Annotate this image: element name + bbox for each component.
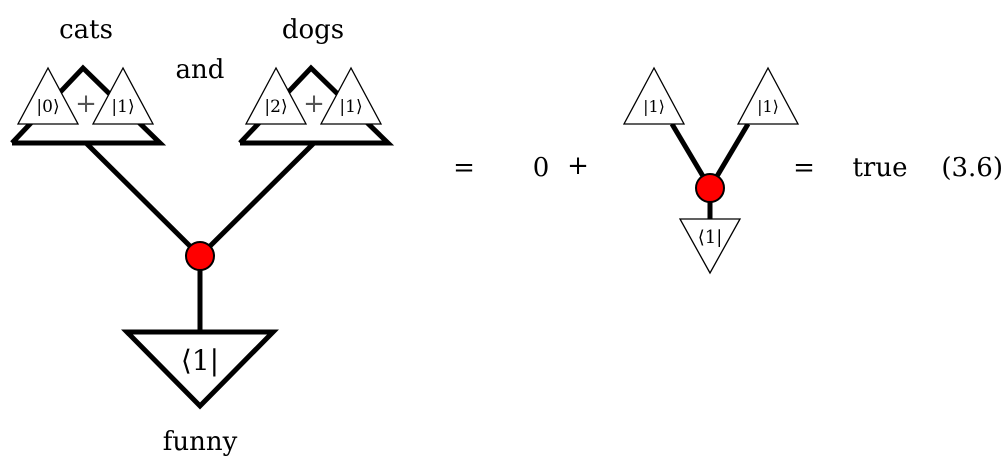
dogs-label: dogs (282, 15, 344, 45)
funny-bra-triangle (121, 329, 279, 410)
right-diagram: |1⟩ |1⟩ ⟨1| (622, 66, 800, 275)
equals-sign-2: = (793, 153, 815, 183)
cats-wire (84, 141, 202, 258)
funny-bra: ⟨1| (181, 344, 219, 377)
dogs-ket-1: |1⟩ (339, 97, 362, 117)
right-bra-triangle (678, 218, 742, 275)
right-ket-a-triangle (622, 66, 686, 125)
cats-plus: + (75, 89, 97, 119)
funny-effect: ⟨1| (121, 329, 279, 410)
cats-label: cats (59, 15, 113, 45)
dogs-plus: + (303, 89, 325, 119)
right-ket-b-triangle (736, 66, 800, 125)
equation-number: (3.6) (941, 153, 1003, 183)
dogs-ket-2-triangle (244, 66, 308, 125)
right-ket-b: |1⟩ (757, 97, 779, 116)
cats-ket-1: |1⟩ (111, 97, 134, 117)
equals-sign-1: = (453, 153, 475, 183)
dogs-wire (198, 141, 316, 258)
right-spider-node (695, 173, 725, 203)
true-result: true (852, 153, 907, 183)
plus-sign: + (567, 151, 589, 181)
left-diagram: cats and dogs funny |0⟩ + |1⟩ |2⟩ + |1⟩ (10, 15, 395, 457)
cats-ket-0: |0⟩ (36, 97, 59, 117)
right-bra: ⟨1| (698, 227, 723, 248)
zero-term: 0 (533, 153, 550, 183)
right-ket-a: |1⟩ (643, 97, 665, 116)
dogs-state: |2⟩ + |1⟩ (238, 64, 395, 146)
left-spider-node (185, 241, 215, 271)
cats-ket-0-triangle (16, 66, 80, 125)
funny-label: funny (163, 427, 238, 457)
dogs-ket-1-triangle (319, 66, 383, 125)
dogs-ket-2: |2⟩ (264, 97, 287, 117)
cats-state: |0⟩ + |1⟩ (10, 64, 167, 146)
cats-ket-1-triangle (91, 66, 155, 125)
and-label: and (176, 55, 225, 85)
